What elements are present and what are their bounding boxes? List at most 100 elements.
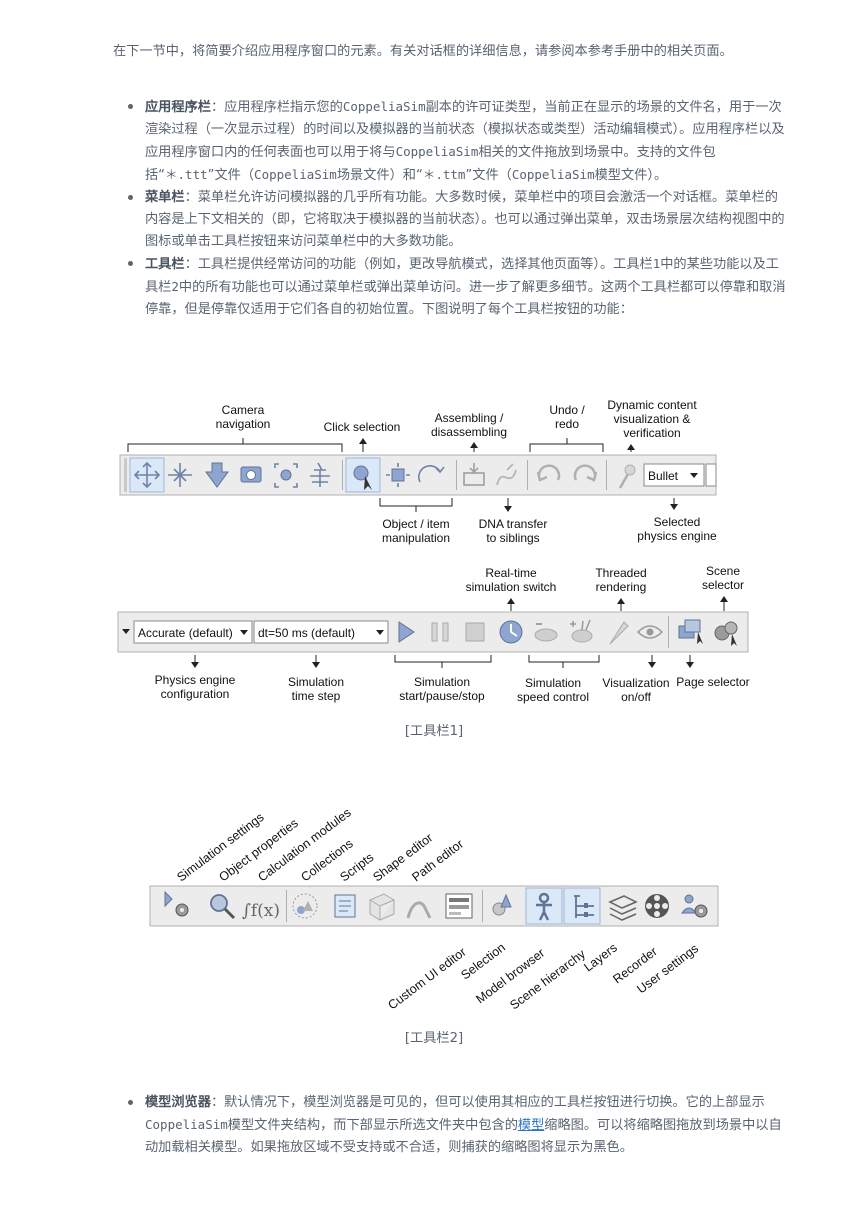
label-camera-l2: navigation xyxy=(216,417,271,431)
chevron-down-icon xyxy=(690,473,698,478)
click-selection-button[interactable] xyxy=(345,457,381,493)
scene-hierarchy-button[interactable] xyxy=(563,887,601,925)
dragonfly-fly-icon[interactable] xyxy=(310,462,330,487)
simulation-settings-icon[interactable] xyxy=(164,890,189,917)
camera-rotate-icon[interactable] xyxy=(168,463,192,487)
camera-shift-icon[interactable] xyxy=(205,462,229,488)
shape-editor-icon[interactable] xyxy=(368,893,396,921)
label-page-selector: Page selector xyxy=(676,675,749,689)
toolbar1-bottom-top-labels: Real-time simulation switch Threaded ren… xyxy=(466,564,744,594)
label-speed-l2: speed control xyxy=(517,690,589,704)
physics-engine-select[interactable]: Bullet xyxy=(643,463,705,487)
label-assembling-l2: disassembling xyxy=(431,425,507,439)
stop-icon[interactable] xyxy=(465,622,485,642)
redo-icon[interactable] xyxy=(573,464,598,482)
label-realtime-l1: Real-time xyxy=(485,566,537,580)
label-threaded-l2: rendering xyxy=(596,580,647,594)
dna-transfer-icon[interactable] xyxy=(496,463,517,486)
time-step-value: dt=50 ms (default) xyxy=(258,626,355,640)
dynamic-content-icon[interactable] xyxy=(618,464,636,489)
label-realtime-l2: simulation switch xyxy=(466,580,557,594)
custom-ui-editor-icon[interactable] xyxy=(445,893,473,919)
recorder-icon[interactable] xyxy=(645,894,669,918)
label-dna-l2: to siblings xyxy=(486,531,539,545)
toolbar1-top-labels: Camera navigation Click selection Assemb… xyxy=(216,398,698,440)
robot-model-icon xyxy=(536,892,552,921)
term-application-bar: 应用程序栏 xyxy=(145,100,211,115)
label-scene-l2: selector xyxy=(702,578,744,592)
camera-pan-button[interactable] xyxy=(129,457,165,493)
label-scene-hierarchy: Scene hierarchy xyxy=(507,946,588,1012)
tree-icon xyxy=(574,895,594,918)
toolbar1-bottom-connectors xyxy=(191,596,728,668)
selection-icon[interactable] xyxy=(492,893,512,916)
label-vis-l2: on/off xyxy=(621,690,651,704)
label-undo-l1: Undo / xyxy=(549,403,585,417)
chevron-down-icon xyxy=(376,630,384,635)
label-startstop-l1: Simulation xyxy=(414,675,470,689)
label-dna-l1: DNA transfer xyxy=(479,517,548,531)
page-selector-icon[interactable] xyxy=(678,619,703,644)
assemble-icon[interactable] xyxy=(463,463,485,486)
scene-selector-icon[interactable] xyxy=(714,621,738,646)
collections-icon[interactable] xyxy=(292,893,318,919)
physics-config-value: Accurate (default) xyxy=(138,626,233,640)
models-link[interactable]: 模型 xyxy=(517,1118,545,1133)
undo-icon[interactable] xyxy=(536,464,561,482)
toolbar1-top-connectors xyxy=(127,438,678,512)
camera-angle-icon[interactable] xyxy=(240,466,262,483)
path-editor-icon[interactable] xyxy=(406,901,432,919)
label-scene-l1: Scene xyxy=(706,564,740,578)
object-shift-icon[interactable] xyxy=(386,463,410,487)
term-toolbars: 工具栏 xyxy=(145,257,185,272)
intro-paragraph: 在下一节中，将简要介绍应用程序窗口的元素。有关对话框的详细信息，请参阅本参考手册… xyxy=(113,44,733,59)
toolbar2-bottom-labels: Custom UI editor Selection Model browser… xyxy=(385,940,701,1012)
time-step-select[interactable]: dt=50 ms (default) xyxy=(253,620,389,644)
label-camera-l1: Camera xyxy=(222,403,265,417)
scripts-icon[interactable] xyxy=(334,894,356,918)
label-assembling-l1: Assembling / xyxy=(435,411,504,425)
rocket-threaded-icon[interactable] xyxy=(609,621,629,645)
calculation-modules-icon[interactable]: ∫f(x) xyxy=(242,901,280,921)
figure1-caption: [工具栏1] xyxy=(404,724,464,739)
toolbar1-bottom-strip: Accurate (default) dt=50 ms (default) xyxy=(117,611,749,653)
toolbar2-top-labels: Simulation settings Object properties Ca… xyxy=(174,805,466,884)
realtime-clock-icon[interactable] xyxy=(499,620,523,644)
label-dynamic-l1: Dynamic content xyxy=(607,398,697,412)
model-browser-button[interactable] xyxy=(525,887,563,925)
label-threaded-l1: Threaded xyxy=(595,566,646,580)
list-item-application-bar: 应用程序栏：应用程序栏指示您的CoppeliaSim副本的许可证类型，当前正在显… xyxy=(128,96,790,187)
bullet-list-bottom: 模型浏览器：默认情况下，模型浏览器是可见的，但可以使用其相应的工具栏按钮进行切换… xyxy=(113,1092,790,1159)
chevron-down-icon xyxy=(122,629,130,634)
label-object-l1: Object / item xyxy=(382,517,449,531)
toolbar2-background xyxy=(149,885,719,927)
label-timestep-l2: time step xyxy=(292,689,341,703)
label-physics-l2: physics engine xyxy=(637,529,717,543)
list-item-menu-bar: 菜单栏：菜单栏允许访问模拟器的几乎所有功能。大多数时候，菜单栏中的项目会激活一个… xyxy=(128,187,790,253)
move-arrows-icon xyxy=(133,461,161,489)
object-properties-icon[interactable] xyxy=(210,894,236,920)
chevron-down-icon xyxy=(240,630,248,635)
label-vis-l1: Visualization xyxy=(602,676,669,690)
physics-config-select[interactable]: Accurate (default) xyxy=(133,620,253,644)
turtle-slower-icon[interactable] xyxy=(534,623,558,642)
fit-to-view-icon[interactable] xyxy=(274,463,298,488)
play-icon[interactable] xyxy=(398,621,415,643)
layers-icon[interactable] xyxy=(608,895,638,921)
label-custom-ui-editor: Custom UI editor xyxy=(385,945,468,1013)
toolbar1-top-background xyxy=(119,454,717,496)
object-rotate-icon[interactable] xyxy=(418,465,445,483)
term-model-browser: 模型浏览器 xyxy=(145,1095,211,1110)
user-settings-icon[interactable] xyxy=(681,894,708,918)
pause-icon[interactable] xyxy=(431,622,449,642)
toolbar1-top-bottom-labels: Object / item manipulation DNA transfer … xyxy=(382,515,717,545)
list-item-model-browser: 模型浏览器：默认情况下，模型浏览器是可见的，但可以使用其相应的工具栏按钮进行切换… xyxy=(128,1092,790,1159)
eye-visualization-icon[interactable] xyxy=(636,625,664,639)
label-click-selection: Click selection xyxy=(324,420,401,434)
rabbit-faster-icon[interactable] xyxy=(570,619,593,643)
toolbar2-strip: ∫f(x) xyxy=(149,885,719,927)
label-speed-l1: Simulation xyxy=(525,676,581,690)
label-dynamic-l2: visualization & xyxy=(614,412,691,426)
figure2-caption: [工具栏2] xyxy=(404,1031,464,1046)
